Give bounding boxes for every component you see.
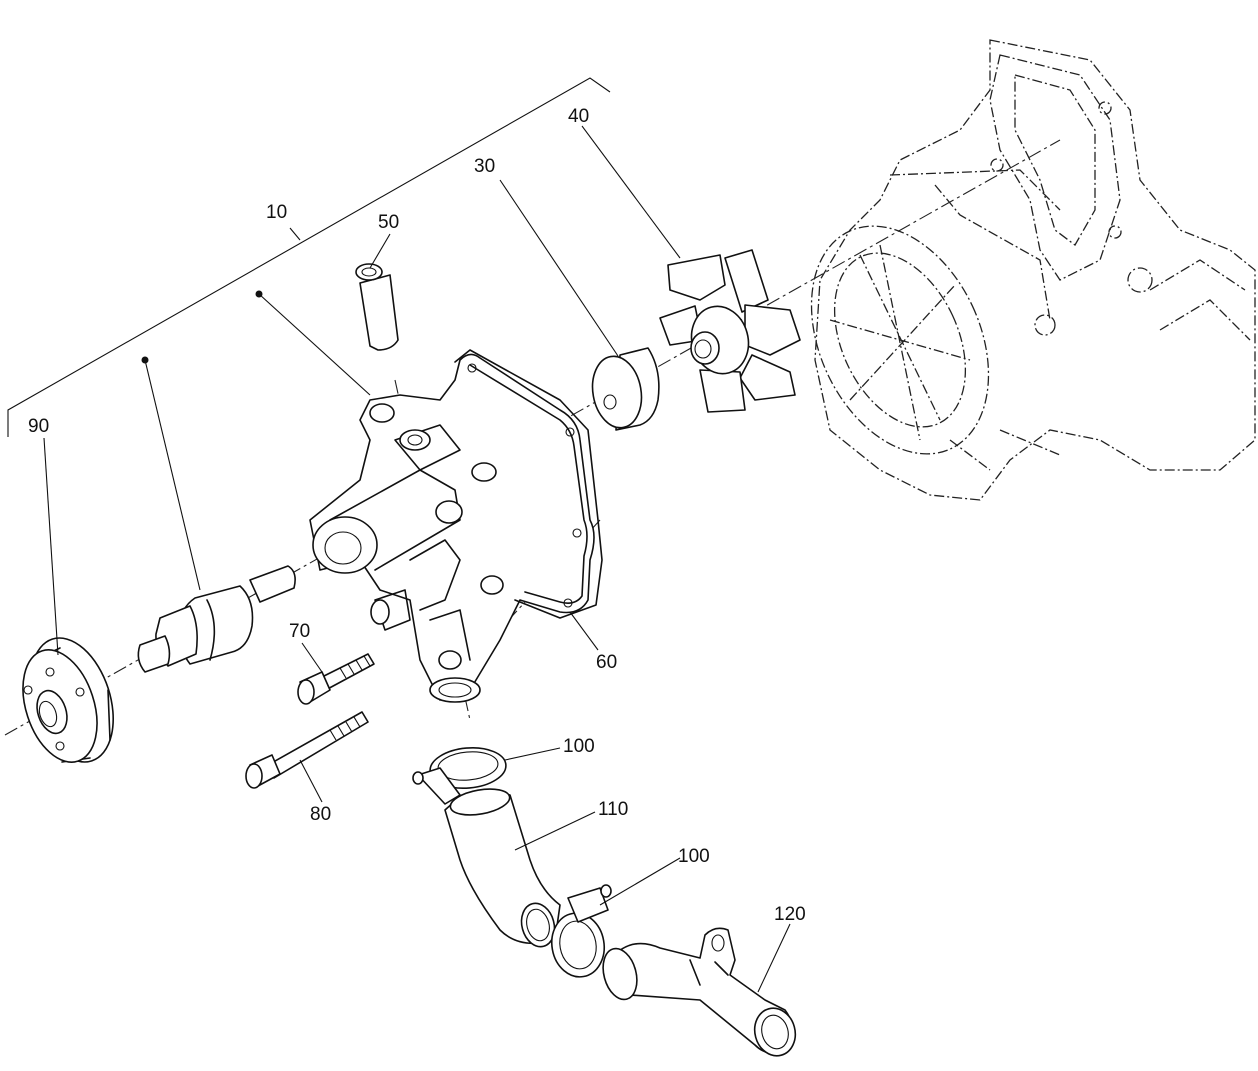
label-100-lower: 100	[678, 846, 710, 867]
label-50: 50	[378, 212, 399, 233]
label-110: 110	[598, 799, 628, 820]
part-100-clamp-lower	[550, 884, 612, 978]
label-10: 10	[266, 202, 287, 223]
part-80-bolt	[245, 711, 369, 789]
engine-block	[810, 39, 1256, 501]
label-30: 30	[474, 156, 495, 177]
part-30-seal	[591, 347, 660, 431]
label-40: 40	[568, 106, 589, 127]
part-120-pipe	[602, 927, 797, 1057]
leader-lines	[43, 125, 791, 993]
label-80: 80	[310, 804, 331, 825]
assembly-bracket	[7, 77, 611, 437]
part-70-bolt	[297, 653, 375, 705]
label-70: 70	[289, 621, 310, 642]
label-60: 60	[596, 652, 617, 673]
part-50-pin	[355, 263, 399, 351]
part-pump-housing	[309, 353, 595, 703]
part-100-clamp-upper	[412, 747, 507, 805]
label-100-upper: 100	[563, 736, 595, 757]
part-shaft-bearing	[137, 565, 296, 673]
part-110-hose	[444, 788, 561, 948]
part-labels: 10 30 40 50 60 70 80 90 100 110 100 120	[28, 106, 806, 925]
part-60-gasket	[454, 349, 603, 619]
part-90-pulley	[22, 637, 114, 763]
part-40-impeller	[659, 249, 801, 413]
label-90: 90	[28, 416, 49, 437]
label-120: 120	[774, 904, 806, 925]
